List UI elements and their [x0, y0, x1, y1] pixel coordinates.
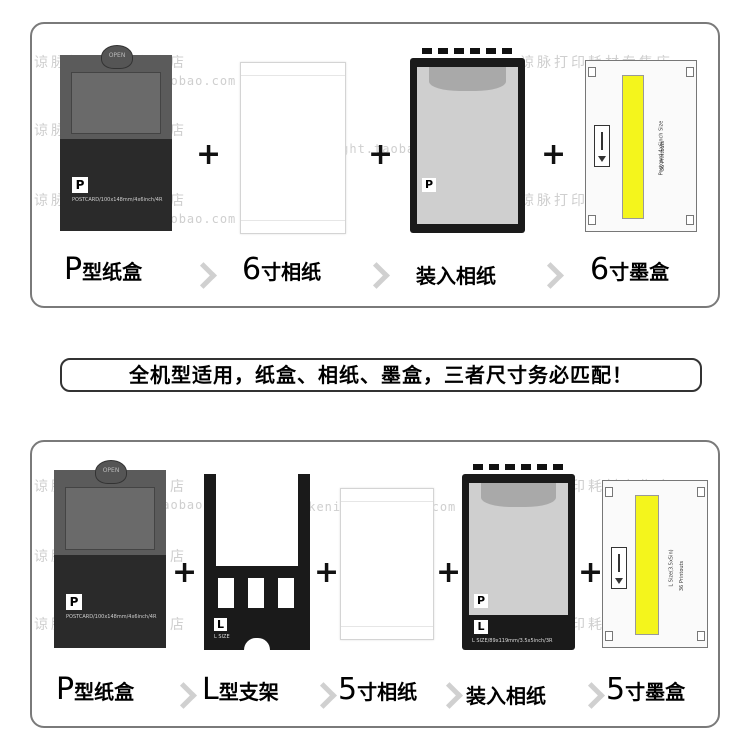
five-inch-photo-paper-image	[340, 488, 434, 640]
cassette-dash-marks	[473, 464, 564, 470]
ink-ribbon-yellow	[622, 75, 644, 219]
loaded-size-text: L SIZE/89x119mm/3.5x5inch/3R	[472, 638, 553, 644]
cassette-p-badge: P	[72, 177, 88, 193]
ink-notch	[588, 67, 596, 77]
loaded-photo-sheet	[416, 66, 519, 225]
ink-notch	[605, 631, 613, 641]
plus-sign: +	[314, 555, 340, 590]
cassette-open-tab: OPEN	[101, 45, 133, 69]
cassette-size-text: POSTCARD/100x148mm/4x6inch/4R	[72, 197, 163, 203]
paper-perforation-bottom	[241, 220, 345, 233]
label-load-paper: 装入相纸	[416, 264, 496, 288]
ink-printouts-text: 36 Printouts	[660, 140, 667, 172]
p-paper-cassette-image: OPEN P POSTCARD/100x148mm/4x6inch/4R	[60, 45, 172, 231]
ink-size-text: L Size(3.5x5in)	[668, 549, 675, 587]
label-load-paper: 装入相纸	[466, 684, 546, 708]
cassette-lid	[60, 55, 172, 140]
bracket-l-badge: L	[214, 618, 227, 631]
sheet-arch-cutout	[429, 66, 506, 91]
six-inch-ink-cassette-image: Postcard 4x6inch Size 36 Printouts	[585, 60, 697, 232]
cassette-dash-marks	[421, 48, 514, 54]
plus-sign: +	[578, 555, 604, 590]
ink-notch	[588, 215, 596, 225]
paper-perforation-bottom	[341, 626, 433, 639]
ink-printouts-text: 36 Printouts	[679, 560, 686, 592]
loaded-cassette-image: P	[410, 48, 525, 233]
cassette-size-text: POSTCARD/100x148mm/4x6inch/4R	[66, 614, 157, 620]
plus-sign: +	[368, 137, 394, 172]
bracket-window	[248, 578, 264, 608]
loaded-p-badge: P	[422, 178, 436, 192]
loaded-photo-sheet	[468, 482, 569, 615]
paper-perforation-top	[241, 63, 345, 76]
loaded-l-badge: L	[474, 620, 488, 634]
bracket-size-text: L SIZE	[214, 634, 230, 640]
cassette-p-badge: P	[66, 594, 82, 610]
p-paper-cassette-image: OPEN P POSTCARD/100x148mm/4x6inch/4R	[54, 460, 166, 648]
label-5-inch-ink: 5寸墨盒	[606, 672, 686, 707]
cassette-open-tab: OPEN	[95, 460, 127, 484]
plus-sign: +	[172, 555, 198, 590]
plus-sign: +	[541, 137, 567, 172]
label-5-inch-paper: 5寸相纸	[338, 672, 418, 707]
sheet-arch-cutout	[480, 482, 557, 507]
plus-sign: +	[436, 555, 462, 590]
bracket-top-opening	[216, 474, 298, 566]
ink-notch	[697, 631, 705, 641]
arrow-down-icon	[611, 547, 627, 589]
ink-notch	[605, 487, 613, 497]
bracket-notch	[244, 638, 270, 650]
label-p-cassette: P型纸盒	[64, 252, 143, 287]
cassette-lid	[54, 470, 166, 556]
loaded-cassette-image: P L L SIZE/89x119mm/3.5x5inch/3R	[462, 464, 575, 650]
paper-perforation-top	[341, 489, 433, 502]
ink-notch	[686, 215, 694, 225]
l-bracket-holder-image: L L SIZE	[204, 474, 310, 650]
bracket-window	[278, 578, 294, 608]
arrow-down-icon	[594, 125, 610, 167]
six-inch-photo-paper-image	[240, 62, 346, 234]
compatibility-notice-banner: 全机型适用，纸盒、相纸、墨盒，三者尺寸务必匹配！	[60, 358, 702, 392]
ink-ribbon-yellow	[635, 495, 659, 635]
ink-notch	[686, 67, 694, 77]
plus-sign: +	[196, 137, 222, 172]
loaded-p-badge: P	[474, 594, 488, 608]
label-l-bracket: L型支架	[202, 672, 279, 707]
bracket-window	[218, 578, 234, 608]
label-6-inch-ink: 6寸墨盒	[590, 252, 670, 287]
label-p-cassette: P型纸盒	[56, 672, 135, 707]
label-6-inch-paper: 6寸相纸	[242, 252, 322, 287]
ink-notch	[697, 487, 705, 497]
five-inch-ink-cassette-image: L Size(3.5x5in) 36 Printouts	[602, 480, 708, 648]
